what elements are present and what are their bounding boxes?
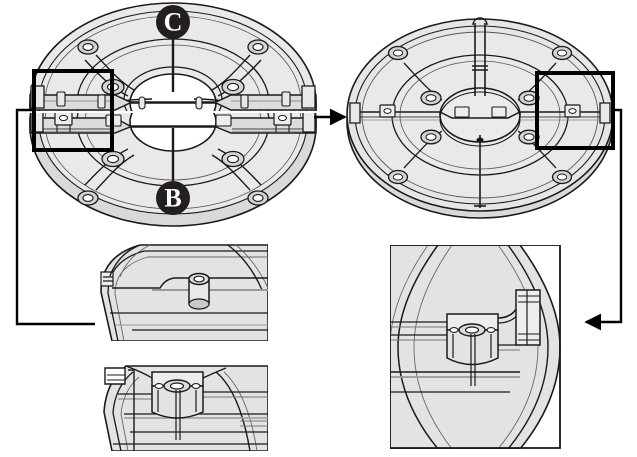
detail-b-latch-clip [151,371,204,440]
detail-panel-upper-left [95,241,268,341]
detail-c-panel-border [390,245,561,449]
callout-c-label: C [164,8,183,37]
leader-connector-right [584,108,623,331]
detail-c-inner-circle-3 [413,245,453,449]
detail-c-rim-1 [507,245,549,449]
joined-hub [439,87,521,143]
joined-bolt-bosses [387,45,573,185]
assembly-joined [346,17,614,219]
detail-b-rib-right-2 [223,371,258,451]
callout-b-label: B [164,184,181,213]
detail-panel-right [390,245,561,449]
detail-a-ledge [112,277,268,289]
upper-half-ribs [56,91,291,110]
detail-c-rim-2 [497,245,539,449]
detail-a-inner-wall [107,250,268,341]
callout-c[interactable]: C [156,5,190,92]
upper-half-C [29,2,317,111]
detail-b-inner-wall-2 [120,376,140,451]
detail-b-top-arc-2 [202,367,227,379]
detail-a-boss-post [188,272,210,310]
callout-b-badge [156,181,190,215]
detail-a-shell [100,244,268,341]
detail-b-inner-wall [112,371,134,451]
joined-seam-clips [349,102,611,124]
detail-a-rib-right [227,244,263,291]
detail-b-top-arc [125,365,153,379]
detail-b-left-tab [104,367,135,451]
detail-a-top-arc [109,244,141,277]
lower-half-cut-face [29,117,317,134]
detail-c-rim-post [515,289,541,346]
callout-badges: C B [156,5,190,215]
upper-half-bolt-bosses [77,39,269,96]
detail-c-inner-circle-1 [397,245,439,449]
detail-a-rib-right-2 [235,244,268,289]
callout-c-badge [156,5,190,39]
joined-centre-datum [472,17,488,208]
detail-b-rib-right [215,371,251,451]
detail-panel-lower-left [95,363,268,451]
detail-a-top-arc-2 [119,244,151,278]
callout-b[interactable]: B [156,128,190,215]
detail-c-engaged-clip [446,313,499,386]
